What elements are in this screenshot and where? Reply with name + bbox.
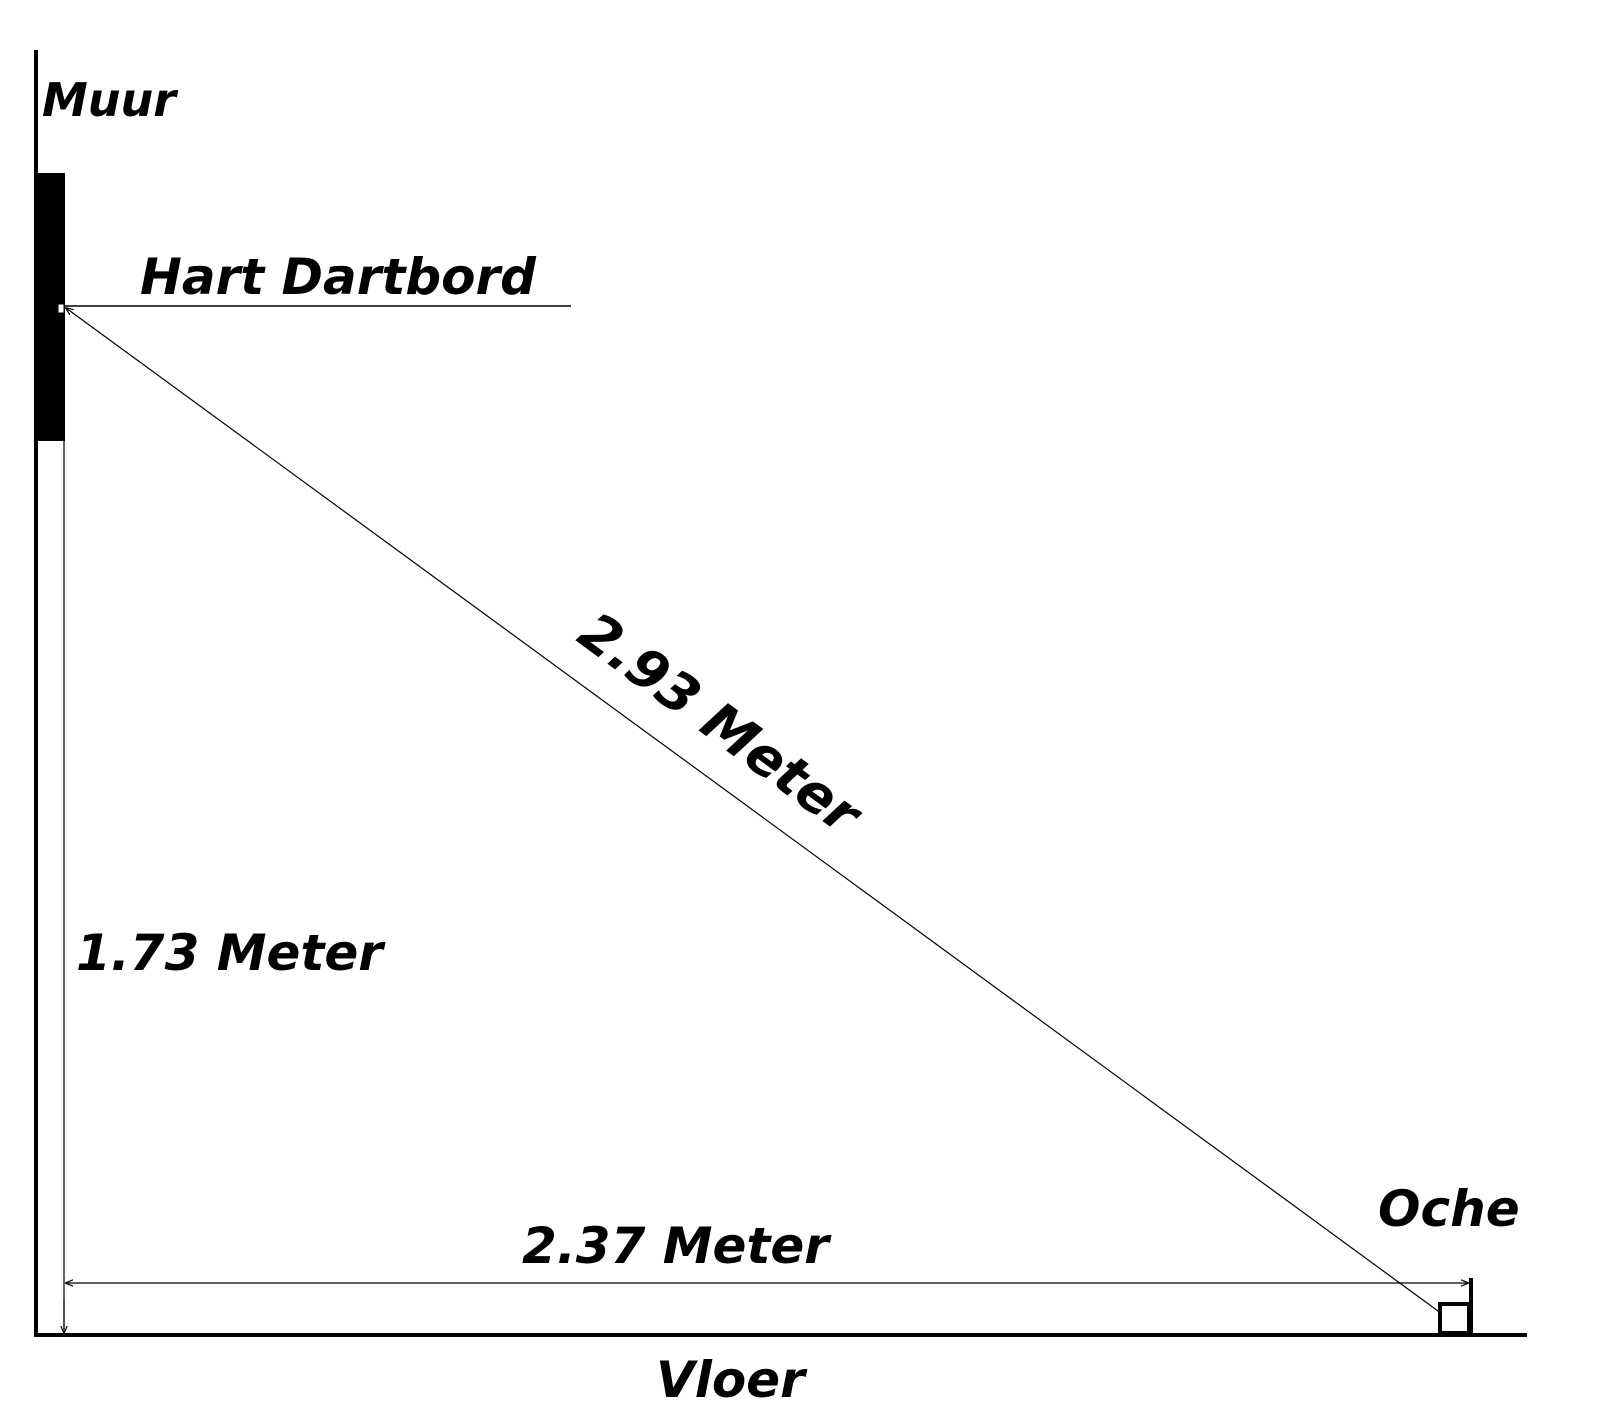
diagonal-dimension-line: [66, 308, 1464, 1330]
bullseye-marker: [57, 303, 65, 314]
distance-label: 2.37 Meter: [522, 1217, 832, 1275]
floor-label: Vloer: [656, 1351, 808, 1405]
wall-label: Muur: [42, 73, 179, 127]
bullseye-label: Hart Dartbord: [140, 248, 537, 306]
height-label: 1.73 Meter: [76, 924, 386, 982]
oche-block: [1438, 1302, 1471, 1335]
diagonal-label: 2.93 Meter: [567, 600, 874, 849]
oche-label: Oche: [1378, 1180, 1520, 1238]
